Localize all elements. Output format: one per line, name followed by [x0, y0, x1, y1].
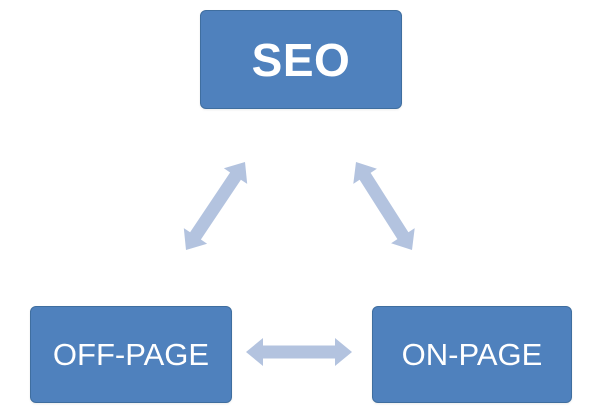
node-off-page-label: OFF-PAGE: [52, 336, 210, 372]
node-seo-label: SEO: [251, 33, 351, 86]
node-on-page: ON-PAGE: [372, 306, 572, 403]
double-arrow-top-right: [353, 162, 415, 250]
node-seo: SEO: [200, 10, 402, 109]
node-off-page: OFF-PAGE: [30, 306, 232, 403]
double-arrow-top-left: [183, 162, 248, 250]
double-arrow-left-right: [246, 338, 352, 366]
node-on-page-label: ON-PAGE: [401, 336, 543, 372]
